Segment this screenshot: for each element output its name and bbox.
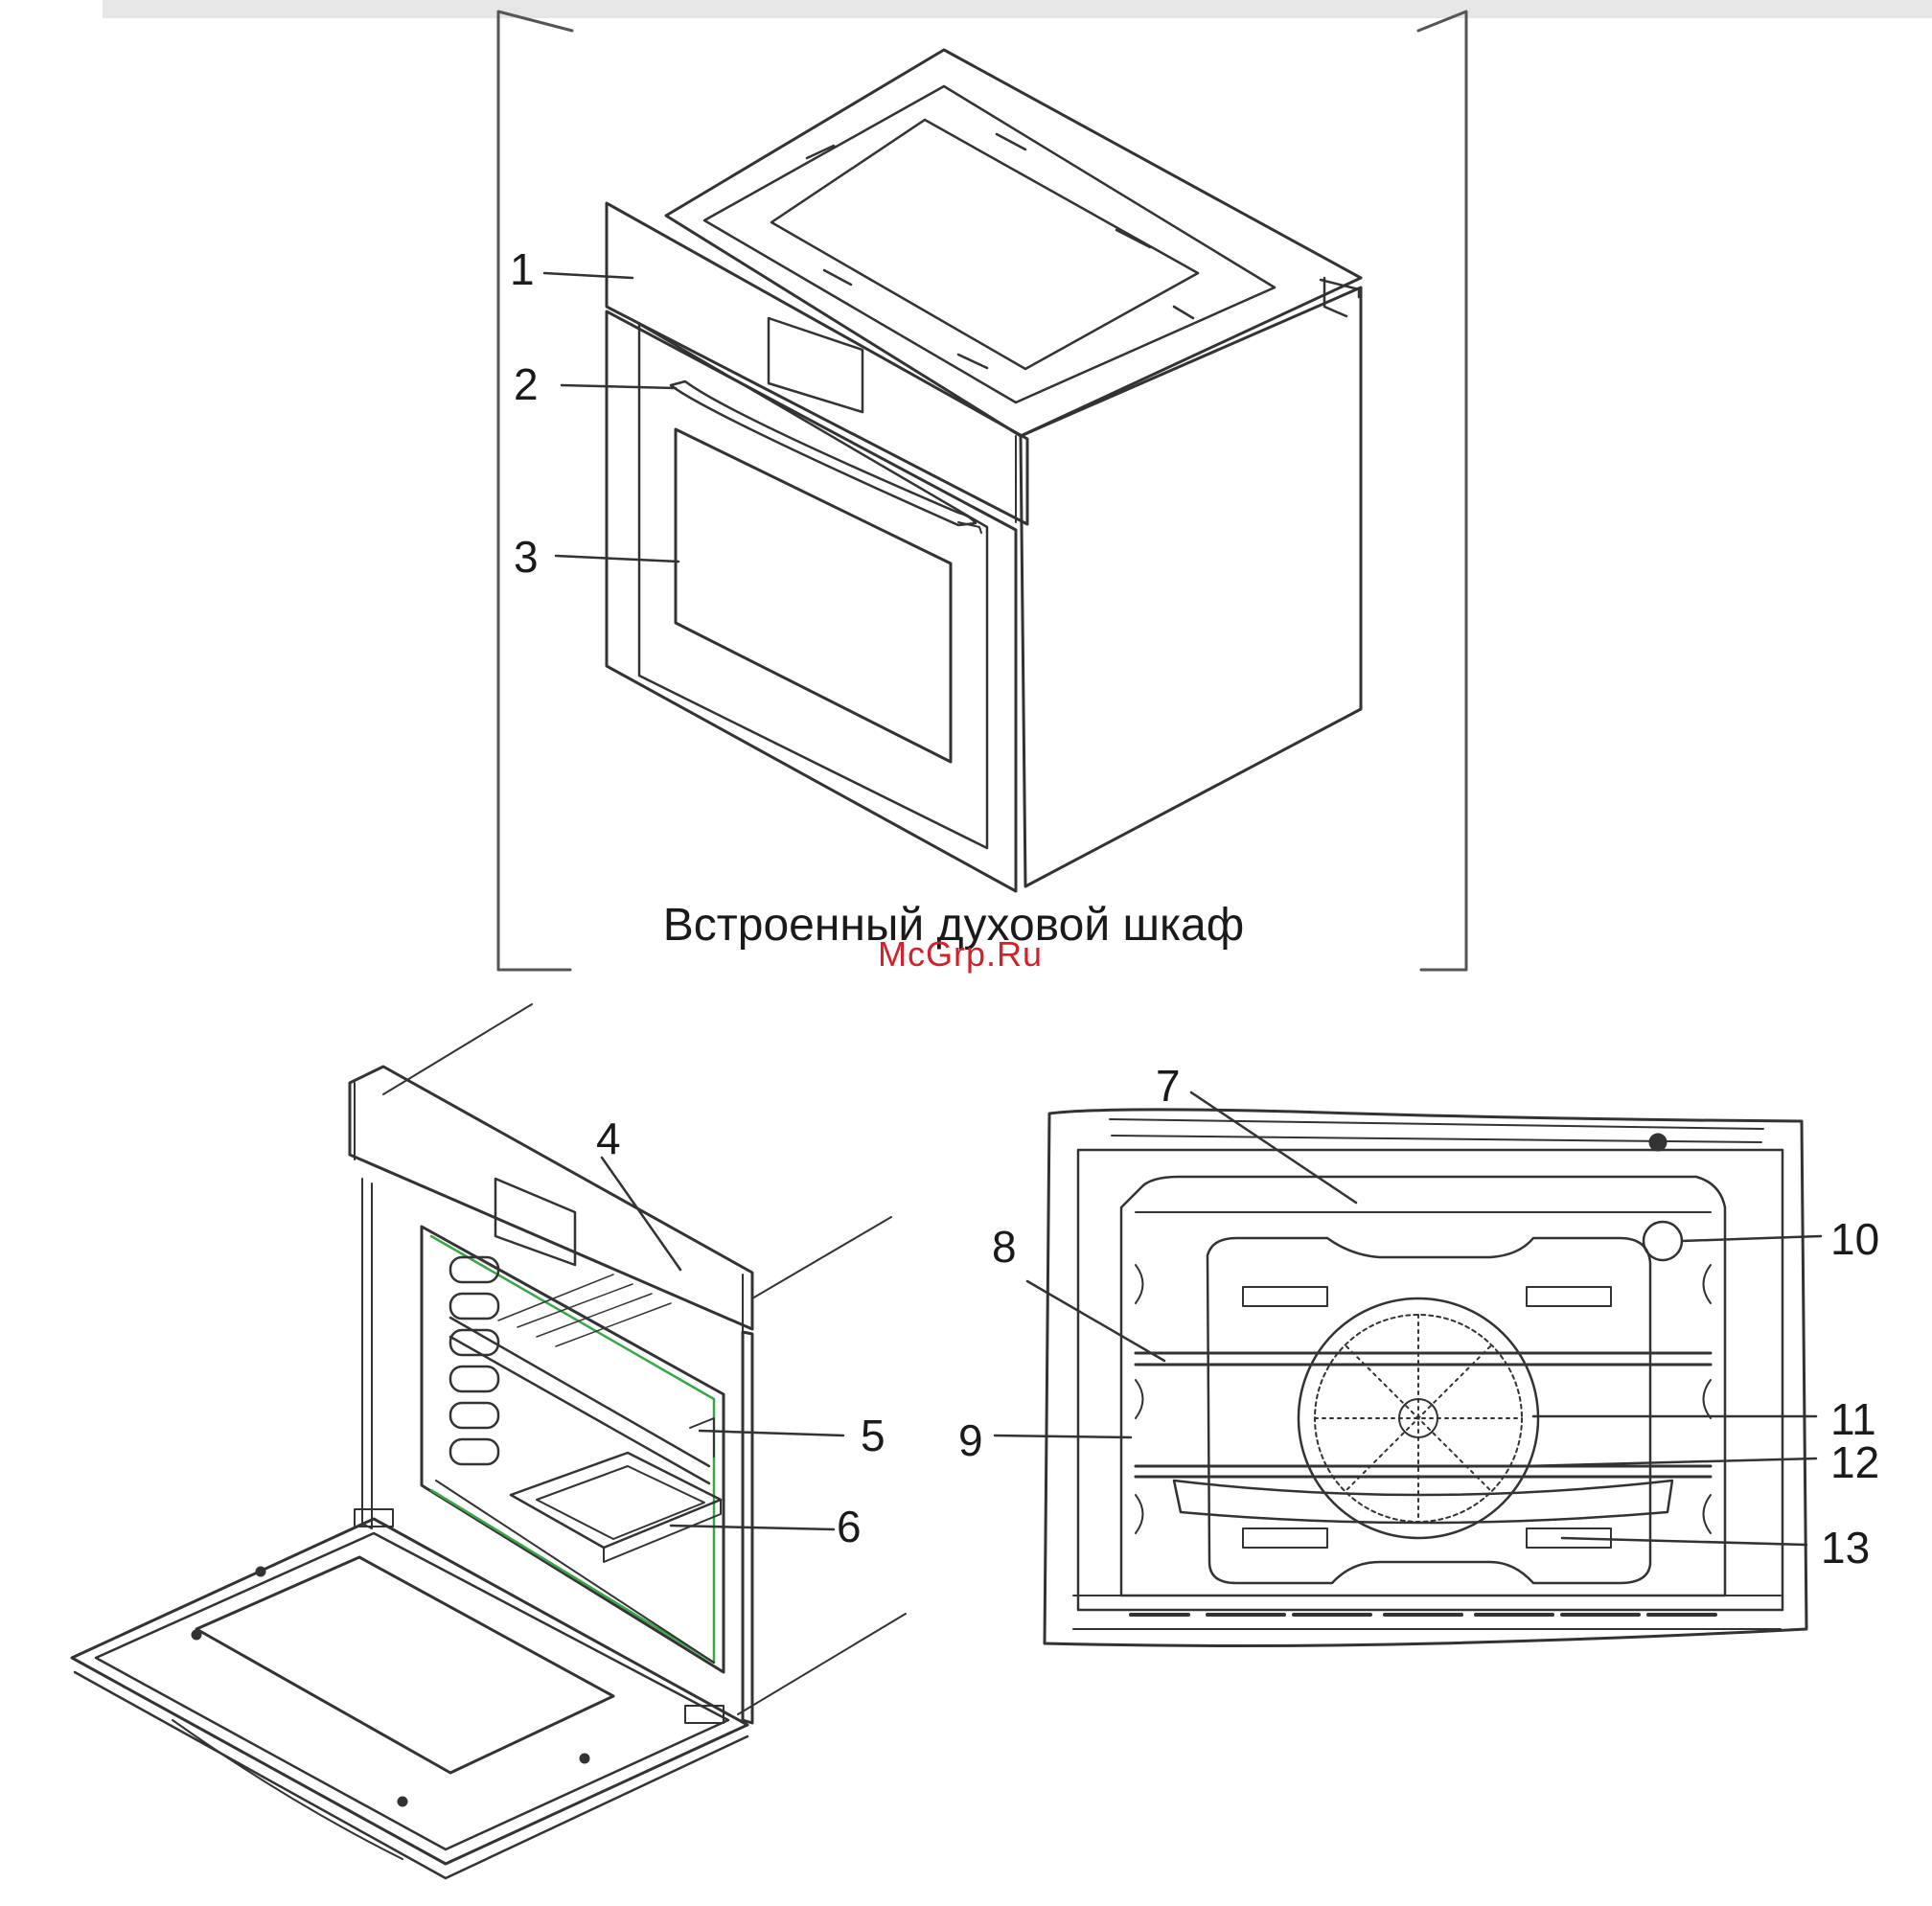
door-glass <box>676 429 951 762</box>
top-panel-outer <box>704 86 1275 402</box>
watermark: McGrp.Ru <box>878 934 1043 975</box>
callout-12: 12 <box>1830 1440 1879 1484</box>
callout-5: 5 <box>861 1413 886 1458</box>
cavity-back <box>431 1236 714 1663</box>
open-oven-figure <box>72 1004 906 1878</box>
control-panel <box>607 203 1027 524</box>
callout-11: 11 <box>1830 1397 1876 1441</box>
callout-8: 8 <box>992 1225 1017 1269</box>
callout-13: 13 <box>1821 1526 1870 1570</box>
callout-1: 1 <box>510 247 535 291</box>
callout-6: 6 <box>837 1504 862 1549</box>
closed-oven-figure <box>498 11 1466 970</box>
oven-interior-figure <box>1045 1110 1806 1646</box>
open-control-panel <box>350 1067 752 1329</box>
callout-9: 9 <box>958 1418 983 1462</box>
callout-7: 7 <box>1156 1064 1181 1108</box>
lower-rack <box>1136 1466 1711 1477</box>
callout-2: 2 <box>514 362 539 406</box>
frame-right <box>1418 11 1466 970</box>
door-handle <box>671 381 976 525</box>
upper-rack <box>1136 1353 1711 1365</box>
open-door <box>72 1519 748 1864</box>
open-door-glass <box>196 1557 613 1773</box>
back-panel <box>1208 1238 1650 1583</box>
tray-lower <box>1174 1481 1672 1523</box>
interior-outer <box>1045 1110 1806 1646</box>
oven-lamp <box>1644 1222 1682 1260</box>
oven-top <box>666 50 1361 436</box>
door-frame <box>639 324 987 848</box>
callout-3: 3 <box>514 535 539 579</box>
frame-left <box>498 11 572 970</box>
callout-10: 10 <box>1830 1217 1879 1261</box>
callout-4: 4 <box>596 1116 621 1160</box>
baking-tray <box>511 1453 721 1548</box>
